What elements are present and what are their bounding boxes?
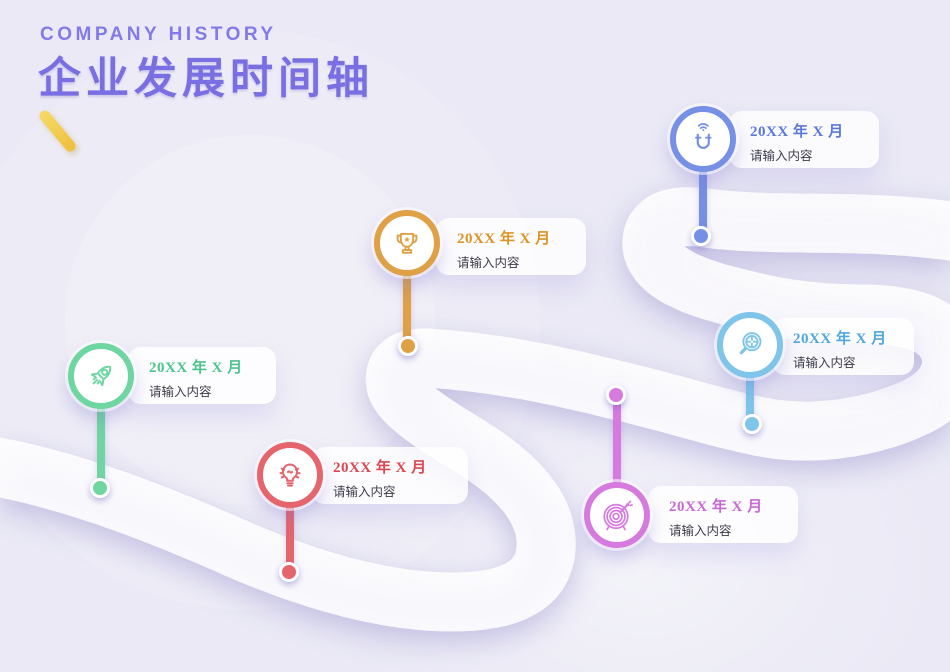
road-dot: [279, 562, 299, 582]
connector-stem: [97, 405, 105, 492]
milestone-date[interactable]: 20XX 年 X 月: [750, 124, 844, 140]
milestone-circle[interactable]: [68, 343, 134, 409]
connector-stem: [286, 504, 294, 576]
milestone-date[interactable]: 20XX 年 X 月: [149, 360, 243, 376]
milestone-circle[interactable]: [670, 106, 736, 172]
milestone-date[interactable]: 20XX 年 X 月: [457, 231, 551, 247]
milestone-card[interactable]: 20XX 年 X 月 请输入内容: [772, 318, 914, 375]
milestone-date[interactable]: 20XX 年 X 月: [333, 460, 427, 476]
lightbulb-icon: [279, 463, 301, 487]
target-icon: [603, 500, 633, 531]
milestone-content[interactable]: 请输入内容: [793, 356, 856, 370]
milestone-card[interactable]: 20XX 年 X 月 请输入内容: [312, 447, 468, 504]
milestone-circle[interactable]: [257, 442, 323, 508]
milestone-circle[interactable]: [584, 482, 650, 548]
milestone-circle[interactable]: [717, 312, 783, 378]
road-dot: [691, 226, 711, 246]
connector-stem: [699, 168, 707, 240]
milestone-card[interactable]: 20XX 年 X 月 请输入内容: [648, 486, 798, 543]
milestone-card[interactable]: 20XX 年 X 月 请输入内容: [128, 347, 276, 404]
milestone-content[interactable]: 请输入内容: [750, 149, 813, 163]
milestone-content[interactable]: 请输入内容: [669, 524, 732, 538]
eyebrow-title: COMPANY HISTORY: [40, 24, 277, 45]
road-dot: [90, 478, 110, 498]
milestone-content[interactable]: 请输入内容: [149, 385, 212, 399]
milestone-content[interactable]: 请输入内容: [333, 485, 396, 499]
page-title: 企业发展时间轴: [38, 55, 374, 103]
road-dot: [742, 414, 762, 434]
milestone-date[interactable]: 20XX 年 X 月: [669, 499, 763, 515]
magnifier-icon: [739, 332, 762, 355]
rocket-icon: [90, 365, 112, 387]
milestone-content[interactable]: 请输入内容: [457, 256, 520, 270]
road-dot: [606, 385, 626, 405]
magnet-icon: [695, 123, 712, 149]
road-dot: [398, 336, 418, 356]
connector-stem: [403, 272, 411, 350]
trophy-icon: [396, 233, 418, 254]
milestone-circle[interactable]: [374, 210, 440, 276]
milestone-date[interactable]: 20XX 年 X 月: [793, 331, 887, 347]
milestone-card[interactable]: 20XX 年 X 月 请输入内容: [729, 111, 879, 168]
connector-stem: [746, 374, 754, 428]
milestone-card[interactable]: 20XX 年 X 月 请输入内容: [436, 218, 586, 275]
connector-stem: [613, 393, 621, 486]
